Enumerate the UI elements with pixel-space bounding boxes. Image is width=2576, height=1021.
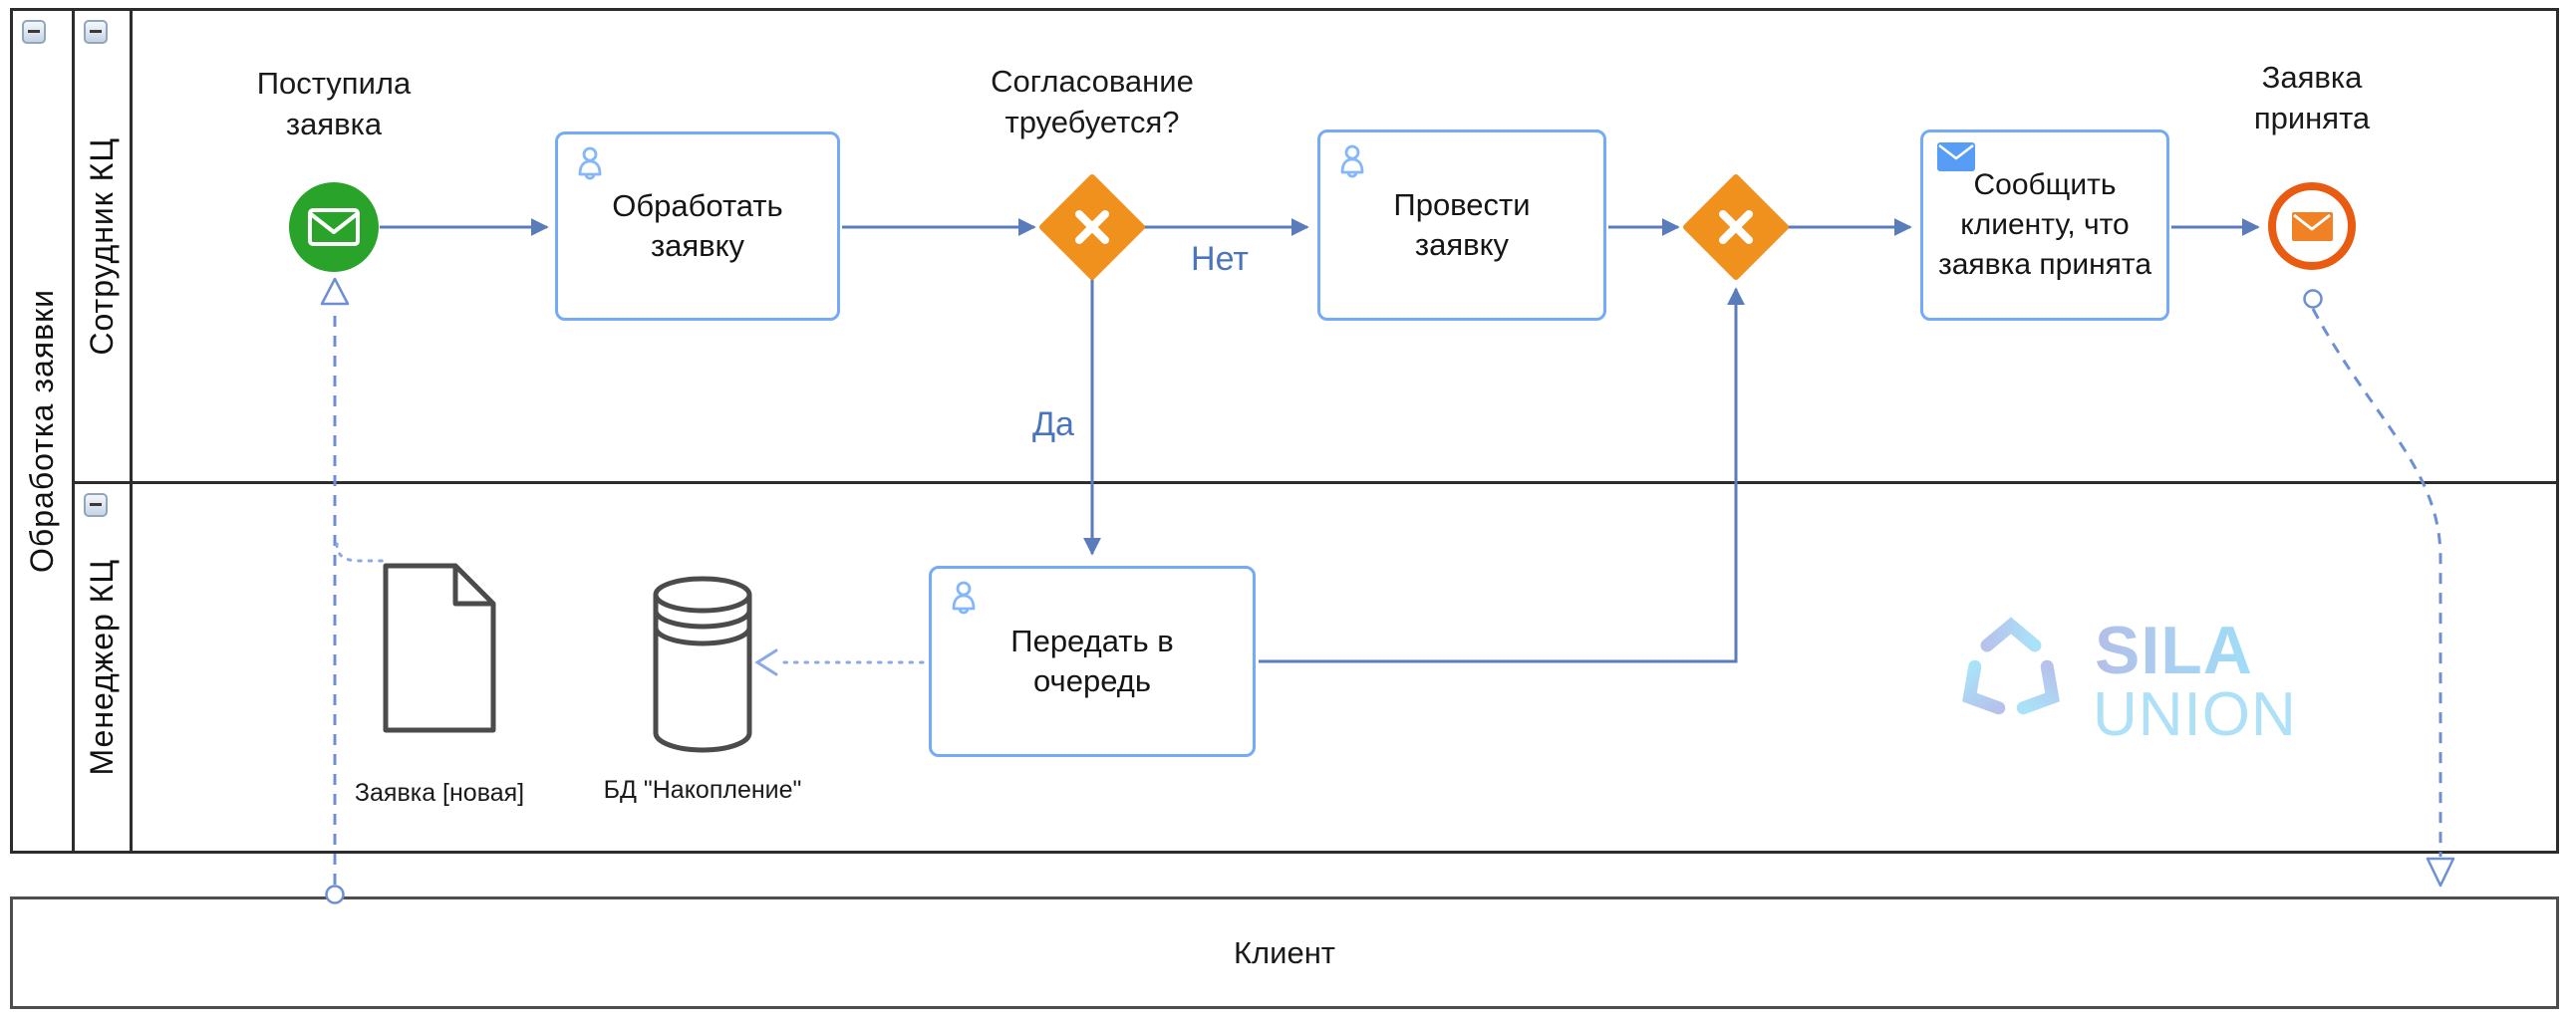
task-transfer-to-queue[interactable]: Передать в очередь [929,566,1256,757]
document-fold-icon [452,566,493,607]
data-store-database[interactable] [653,576,752,753]
gateway-decision[interactable] [1039,174,1145,280]
user-icon [952,581,976,615]
database-body-icon [653,595,752,753]
collapse-pool-button[interactable] [22,20,46,44]
gateway-merge[interactable] [1683,174,1789,280]
task-label: Передать в очередь [1010,624,1174,698]
database-ring-icon [653,610,752,630]
envelope-icon [308,208,360,246]
start-event-label: Поступила заявка [256,66,412,141]
open-arrowhead-down-icon [2426,857,2455,888]
collapse-lane-employee-button[interactable] [84,20,108,44]
task-conduct-request[interactable]: Провести заявку [1317,129,1606,321]
minus-icon [90,30,102,33]
sila-union-logo-text: UNION [2093,680,2297,749]
data-object-document[interactable] [383,563,496,733]
database-ring-icon [653,627,752,646]
user-icon [1340,144,1364,178]
end-event-label: Заявка принята [2253,60,2371,135]
document-label: Заявка [новая] [354,779,525,807]
flow-label-no: Нет [1191,240,1249,278]
envelope-flap-icon [2293,213,2331,231]
lane-divider [75,481,2556,484]
collapse-lane-manager-button[interactable] [84,493,108,517]
xor-x-icon [1719,210,1753,244]
task-notify-client[interactable]: Сообщить клиенту, что заявка принята [1920,129,2169,321]
pool-client[interactable]: Клиент [10,896,2559,1009]
task-label: Провести заявку [1393,187,1531,262]
task-label: Сообщить клиенту, что заявка принята [1937,168,2151,281]
sila-union-logo-text: SILA [2095,613,2253,688]
message-flow-source-dot [2303,289,2323,309]
open-arrowhead-up-icon [320,277,350,306]
pool-header[interactable]: Обработка заявки [13,11,75,851]
sila-union-logo-icon [1950,605,2072,715]
gateway-decision-label: Согласование труебуется? [991,64,1194,139]
minus-icon [28,30,40,33]
start-event-circle [289,182,379,272]
lane-headers: Сотрудник КЦ Менеджер КЦ [75,11,133,851]
pool-client-label: Клиент [1233,934,1336,970]
open-v-arrowhead-icon [754,648,778,676]
associations [335,542,925,664]
message-flows [320,277,2455,904]
message-icon [1937,142,1975,171]
sequence-flows [380,218,2260,663]
task-label: Обработать заявку [612,188,783,263]
association-document-to-messageflow[interactable] [335,542,385,563]
minus-icon [90,503,102,506]
document-icon [383,563,496,733]
end-event-message[interactable] [2268,182,2356,270]
xor-x-icon [1075,210,1109,244]
flow-queue-to-merge[interactable] [1259,287,1745,663]
start-event-message[interactable] [289,182,379,272]
database-top-icon [653,576,752,614]
user-icon [578,146,602,180]
message-flow-source-dot [325,885,345,904]
database-label: БД "Накопление" [603,776,802,804]
envelope-flap-icon [309,212,359,234]
message-flow-end-to-client[interactable] [2311,308,2442,857]
task-process-request[interactable]: Обработать заявку [555,131,840,321]
flow-label-yes: Да [1032,405,1074,443]
